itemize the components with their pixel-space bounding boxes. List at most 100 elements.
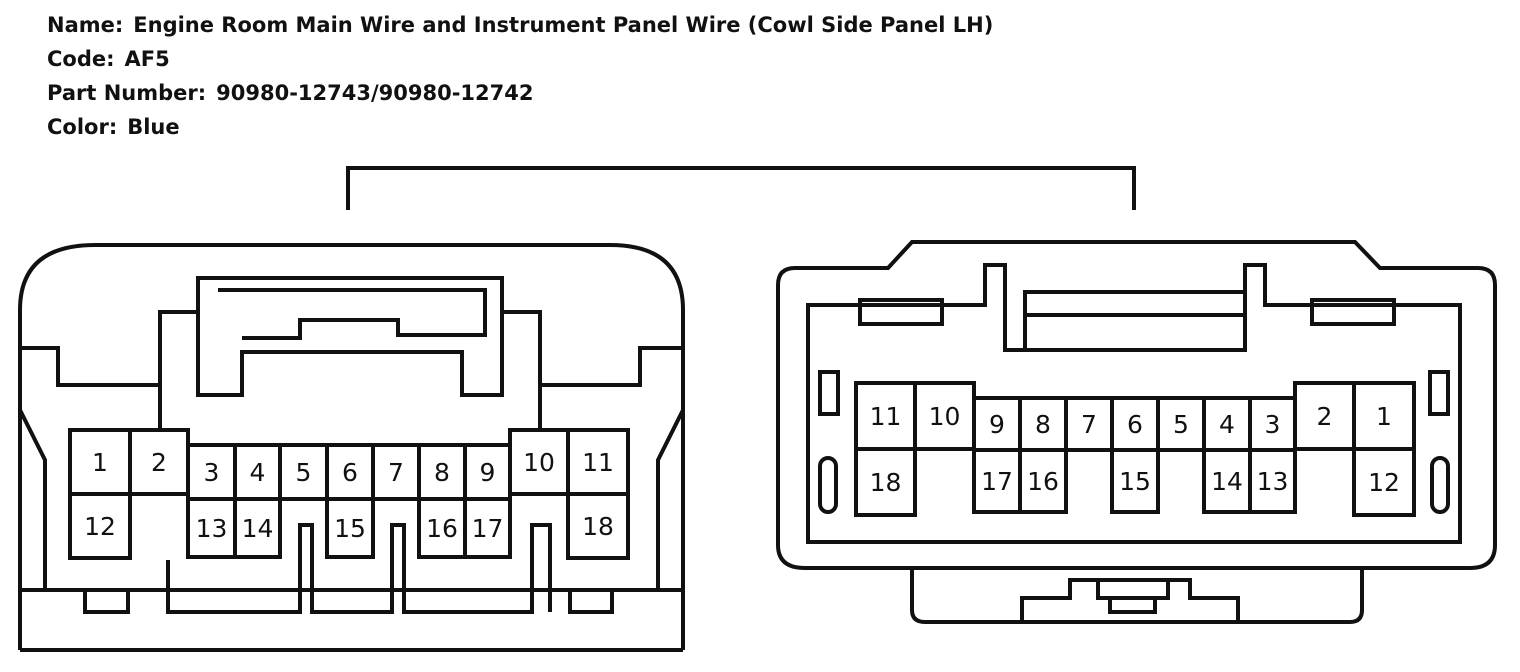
right-pin-label: 4 bbox=[1219, 410, 1235, 439]
right-pin-label: 8 bbox=[1035, 410, 1051, 439]
right-pin-18: 18 bbox=[854, 447, 917, 517]
right-pin-label: 15 bbox=[1119, 467, 1151, 496]
right-pin-10: 10 bbox=[913, 381, 976, 451]
color-label: Color: bbox=[47, 115, 118, 139]
left-pin-cavity bbox=[566, 492, 630, 560]
right-pin-8: 8 bbox=[1018, 396, 1068, 452]
right-pin-12: 12 bbox=[1352, 447, 1416, 517]
left-bottom-supports bbox=[83, 523, 614, 614]
right-pin-label: 7 bbox=[1081, 410, 1097, 439]
left-side-rib-right bbox=[656, 409, 685, 590]
right-pin-cavity bbox=[854, 447, 917, 517]
left-pin-label: 13 bbox=[196, 514, 228, 543]
right-pin-label: 3 bbox=[1265, 410, 1281, 439]
right-housing-outline bbox=[776, 240, 1497, 570]
left-housing-outline bbox=[18, 243, 685, 650]
right-pin-cavity bbox=[1202, 448, 1252, 514]
right-pin-cavity bbox=[1202, 396, 1252, 452]
left-pin-5: 5 bbox=[278, 443, 329, 501]
right-pin-label: 17 bbox=[981, 467, 1013, 496]
right-pin-label: 11 bbox=[870, 402, 902, 431]
left-pin-9: 9 bbox=[463, 443, 512, 501]
left-pin-13: 13 bbox=[186, 497, 237, 559]
left-pin-cavity bbox=[325, 443, 375, 501]
left-pin-15: 15 bbox=[325, 497, 375, 559]
right-key-slot-right bbox=[1428, 370, 1450, 416]
left-pin-label: 18 bbox=[582, 512, 614, 541]
left-side-rib-left bbox=[18, 409, 47, 590]
code-label: Code: bbox=[47, 47, 115, 71]
color-row: Color:Blue bbox=[47, 110, 993, 144]
connector-info: Name:Engine Room Main Wire and Instrumen… bbox=[47, 8, 993, 144]
left-pin-16: 16 bbox=[417, 497, 467, 559]
left-pin-label: 17 bbox=[472, 514, 504, 543]
left-pin-cavity bbox=[508, 428, 570, 496]
left-pin-1: 1 bbox=[68, 428, 132, 496]
part-number-row: Part Number:90980-12743/90980-12742 bbox=[47, 76, 993, 110]
left-inner-wall bbox=[20, 276, 683, 387]
right-pin-label: 5 bbox=[1173, 410, 1189, 439]
left-pin-label: 1 bbox=[92, 448, 108, 477]
right-guide-right bbox=[1430, 456, 1450, 514]
left-pin-cavity bbox=[186, 497, 237, 559]
left-pin-label: 3 bbox=[204, 458, 220, 487]
left-pin-label: 9 bbox=[480, 458, 496, 487]
left-pin-14: 14 bbox=[233, 497, 282, 559]
left-pin-label: 2 bbox=[151, 448, 167, 477]
left-pin-17: 17 bbox=[463, 497, 512, 559]
name-value: Engine Room Main Wire and Instrument Pan… bbox=[133, 13, 994, 37]
right-pin-label: 2 bbox=[1317, 402, 1333, 431]
right-pin-cavity bbox=[1110, 448, 1160, 514]
left-lock-inner bbox=[218, 288, 487, 340]
left-pin-label: 6 bbox=[342, 458, 358, 487]
left-pin-label: 10 bbox=[523, 448, 555, 477]
left-pin-cavity bbox=[566, 428, 630, 496]
right-pin-2: 2 bbox=[1293, 381, 1356, 451]
left-pin-cavity bbox=[233, 497, 282, 559]
left-pin-label: 14 bbox=[242, 514, 274, 543]
right-pin-label: 14 bbox=[1211, 467, 1243, 496]
right-pin-cavity bbox=[1156, 396, 1206, 452]
left-pin-3: 3 bbox=[186, 443, 237, 501]
right-pin-17: 17 bbox=[972, 448, 1022, 514]
left-pin-10: 10 bbox=[508, 428, 570, 496]
left-pin-cavity bbox=[463, 497, 512, 559]
right-pin-16: 16 bbox=[1018, 448, 1068, 514]
right-pin-7: 7 bbox=[1064, 396, 1114, 452]
left-base-lines bbox=[20, 588, 683, 652]
right-guide-left bbox=[818, 456, 838, 514]
right-pin-cavity bbox=[1352, 447, 1416, 517]
left-pin-label: 8 bbox=[434, 458, 450, 487]
left-pin-cavity bbox=[463, 443, 512, 501]
left-pin-4: 4 bbox=[233, 443, 282, 501]
code-value: AF5 bbox=[124, 47, 170, 71]
right-pin-cavity bbox=[854, 381, 917, 451]
left-pin-label: 11 bbox=[582, 448, 614, 477]
right-pin-1: 1 bbox=[1352, 381, 1416, 451]
right-pin-cavity bbox=[913, 381, 976, 451]
right-pin-11: 11 bbox=[854, 381, 917, 451]
left-terminal-frame bbox=[158, 385, 542, 430]
right-pin-label: 16 bbox=[1027, 467, 1059, 496]
right-pin-label: 9 bbox=[989, 410, 1005, 439]
right-pin-label: 13 bbox=[1257, 467, 1289, 496]
right-bottom-foot bbox=[910, 568, 1364, 624]
left-pin-cavity bbox=[128, 428, 190, 496]
right-pin-5: 5 bbox=[1156, 396, 1206, 452]
left-pin-6: 6 bbox=[325, 443, 375, 501]
left-pin-cavity bbox=[417, 443, 467, 501]
left-pin-label: 16 bbox=[426, 514, 458, 543]
right-pin-label: 1 bbox=[1376, 402, 1392, 431]
name-row: Name:Engine Room Main Wire and Instrumen… bbox=[47, 8, 993, 42]
right-pin-label: 12 bbox=[1368, 468, 1400, 497]
right-pin-label: 6 bbox=[1127, 410, 1143, 439]
left-pin-cavity bbox=[233, 443, 282, 501]
left-pin-2: 2 bbox=[128, 428, 190, 496]
left-pin-cavity bbox=[371, 443, 421, 501]
left-pin-8: 8 bbox=[417, 443, 467, 501]
right-pin-14: 14 bbox=[1202, 448, 1252, 514]
